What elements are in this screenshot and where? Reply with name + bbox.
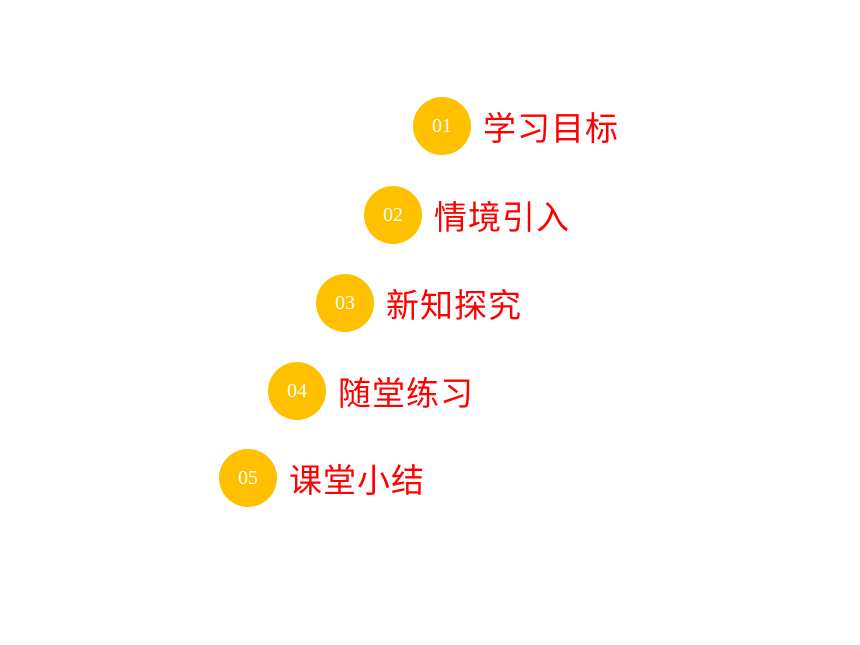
menu-item-learning-goals[interactable]: 01 学习目标	[413, 96, 619, 156]
menu-item-label: 情境引入	[434, 198, 570, 237]
menu-item-label: 课堂小结	[289, 461, 425, 500]
menu-item-lesson-summary[interactable]: 05 课堂小结	[219, 448, 425, 508]
number-badge: 02	[364, 186, 422, 244]
menu-item-classroom-practice[interactable]: 04 随堂练习	[268, 361, 474, 421]
menu-item-label: 随堂练习	[338, 374, 474, 413]
number-badge: 03	[316, 274, 374, 332]
menu-item-label: 学习目标	[483, 109, 619, 148]
number-badge: 01	[413, 97, 471, 155]
menu-item-label: 新知探究	[386, 286, 522, 325]
menu-item-scenario-introduction[interactable]: 02 情境引入	[364, 185, 570, 245]
menu-item-new-knowledge-exploration[interactable]: 03 新知探究	[316, 273, 522, 333]
number-badge: 05	[219, 449, 277, 507]
number-badge: 04	[268, 362, 326, 420]
